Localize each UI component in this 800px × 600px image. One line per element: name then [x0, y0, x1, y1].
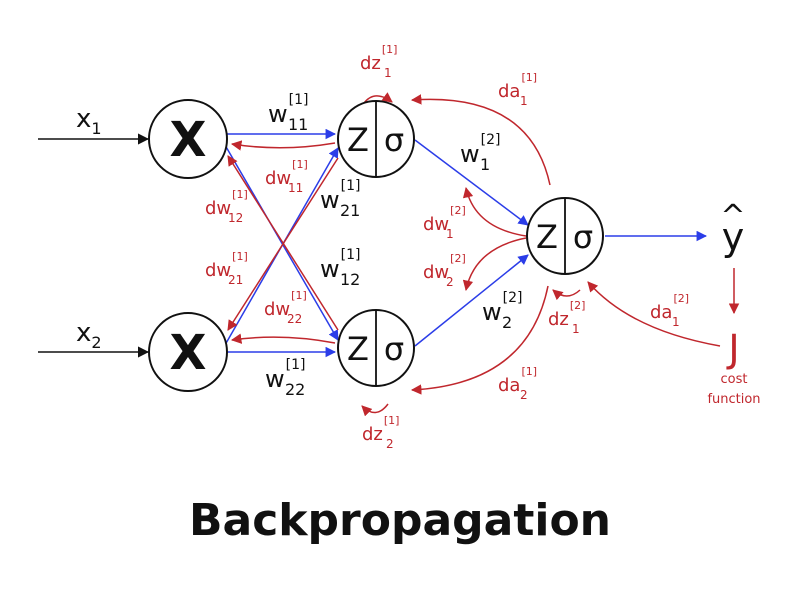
grad-label-dz2-layer1: dz[1]2 — [362, 414, 399, 451]
page-title: Backpropagation — [188, 495, 612, 546]
hidden-neuron-2-z: Z — [347, 330, 369, 368]
weight-label-w21: w[1]21 — [320, 178, 360, 220]
output-y-hat: ^ y — [720, 199, 745, 259]
grad-label-dz1-layer2: dz[2]1 — [548, 299, 585, 336]
input-node-2: X — [148, 312, 228, 392]
hidden-neuron-2: Z σ — [337, 309, 415, 387]
grad-label-dw1-layer2: dw[2]1 — [423, 204, 466, 241]
output-neuron-sigma: σ — [573, 218, 593, 256]
input-node-1-symbol: X — [169, 112, 206, 168]
backprop-diagram: X X Z σ Z σ Z σ x1 x2 ^ y J cost functio… — [38, 43, 761, 451]
backward-connections — [227, 92, 740, 417]
grad-label-dw12: dw[1]12 — [205, 188, 248, 225]
input-label-x1: x1 — [76, 104, 102, 138]
output-neuron: Z σ — [526, 197, 604, 275]
cost-label-line2: function — [707, 392, 760, 407]
cost-function: J cost function — [707, 327, 760, 407]
y-hat-letter: y — [722, 215, 745, 259]
hidden-neuron-2-sigma: σ — [384, 330, 404, 368]
output-neuron-z: Z — [536, 218, 558, 256]
weight-label-w2-layer2: w[2]2 — [482, 290, 522, 332]
grad-label-dz1-layer1: dz[1]1 — [360, 43, 397, 80]
cost-label-line1: cost — [721, 372, 748, 387]
input-label-x2: x2 — [76, 318, 102, 352]
grad-label-dw11: dw[1]11 — [265, 158, 308, 195]
weight-label-w12: w[1]12 — [320, 247, 360, 289]
hidden-neuron-1-sigma: σ — [384, 121, 404, 159]
weight-label-w11: w[1]11 — [268, 92, 308, 134]
grad-label-da1-layer2: da[2]1 — [650, 292, 689, 329]
grad-label-dw2-layer2: dw[2]2 — [423, 252, 466, 289]
weight-label-w1-layer2: w[2]1 — [460, 132, 500, 174]
grad-label-da2-layer1: da[1]2 — [498, 365, 537, 402]
input-node-1: X — [148, 99, 228, 179]
weight-label-w22: w[1]22 — [265, 357, 305, 399]
cost-symbol: J — [726, 327, 739, 371]
input-node-2-symbol: X — [169, 325, 206, 381]
grad-label-da1-layer1: da[1]1 — [498, 71, 537, 108]
y-hat-caret: ^ — [720, 199, 745, 234]
hidden-neuron-1: Z σ — [337, 100, 415, 178]
grad-label-dw22: dw[1]22 — [264, 289, 307, 326]
grad-label-dw21: dw[1]21 — [205, 250, 248, 287]
hidden-neuron-1-z: Z — [347, 121, 369, 159]
